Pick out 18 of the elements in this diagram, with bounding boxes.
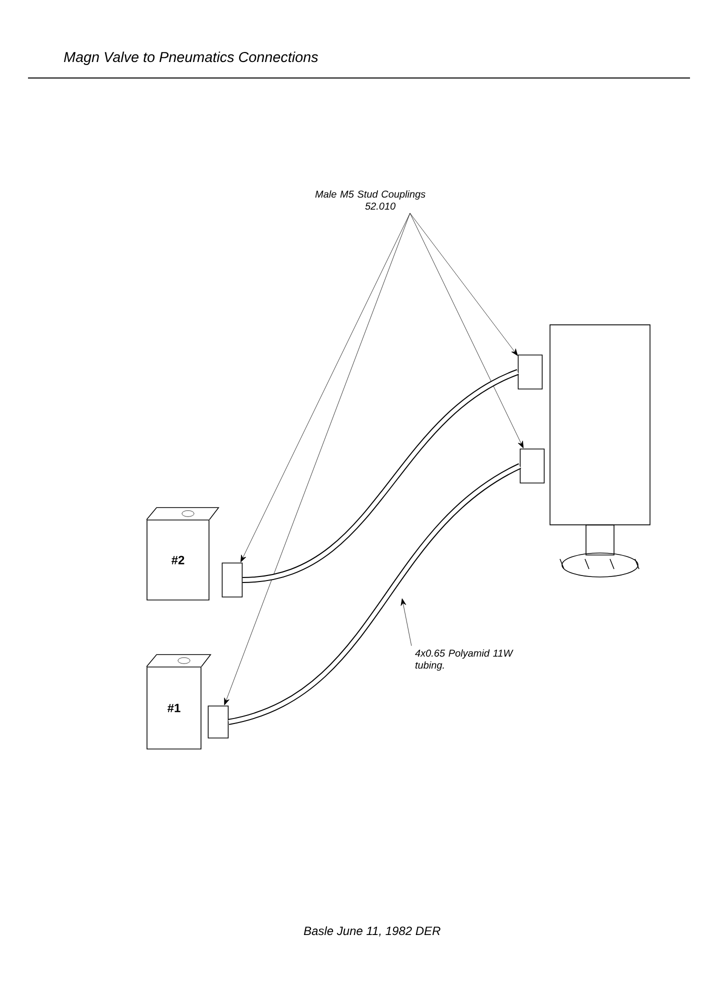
coupling [518, 354, 543, 390]
callout-label: 4x0.65 Polyamid 11W tubing. [415, 649, 514, 671]
valve-box: #1 [146, 654, 212, 750]
leader-line [400, 598, 412, 646]
valve-box: #2 [146, 507, 220, 600]
valve-body-drawing [550, 324, 650, 578]
tubing [242, 369, 520, 583]
leader-line [240, 213, 410, 562]
signature-note: Basle June 11, 1982 DER [304, 926, 440, 937]
callout-label: Male M5 Stud Couplings 52.010 [315, 190, 426, 210]
tubing [228, 463, 522, 725]
coupling [222, 562, 243, 598]
coupling [520, 448, 545, 484]
leader-line [224, 213, 410, 706]
leader-line [410, 213, 518, 356]
coupling [208, 706, 229, 738]
leader-line [410, 213, 524, 448]
title: Magn Valve to Pneumatics Connections [64, 52, 318, 65]
